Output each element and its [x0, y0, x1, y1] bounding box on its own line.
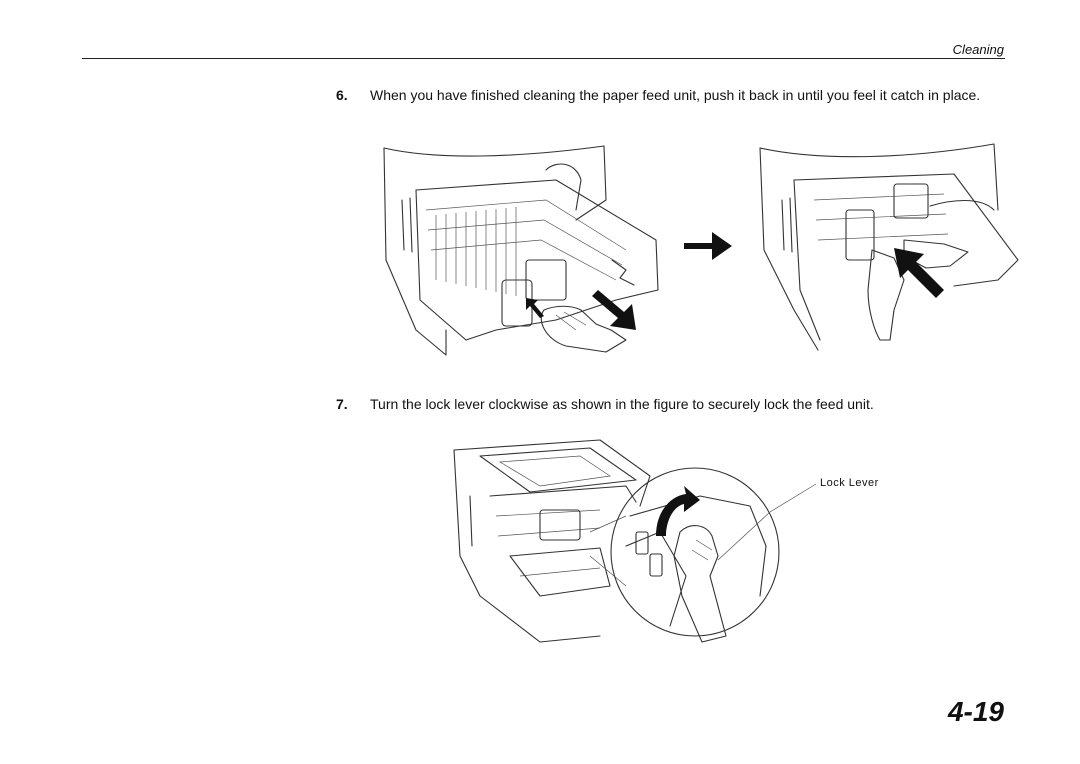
section-title: Cleaning — [952, 42, 1004, 57]
lock-lever-illustration — [453, 439, 817, 643]
step-6-text: When you have finished cleaning the pape… — [370, 87, 981, 103]
step-6: 6. When you have finished cleaning the p… — [336, 87, 986, 104]
page-number: 4-19 — [947, 696, 1004, 727]
step-7: 7. Turn the lock lever clockwise as show… — [336, 396, 986, 413]
arrow-right-icon — [684, 232, 732, 260]
step-6-number: 6. — [336, 87, 348, 103]
feed-unit-push-illustration-left — [383, 145, 659, 356]
step-7-number: 7. — [336, 396, 348, 412]
lock-lever-callout: Lock Lever — [820, 477, 879, 489]
header-rule — [82, 58, 1005, 59]
step-7-text: Turn the lock lever clockwise as shown i… — [370, 396, 874, 412]
feed-unit-push-illustration-right — [759, 143, 1019, 351]
